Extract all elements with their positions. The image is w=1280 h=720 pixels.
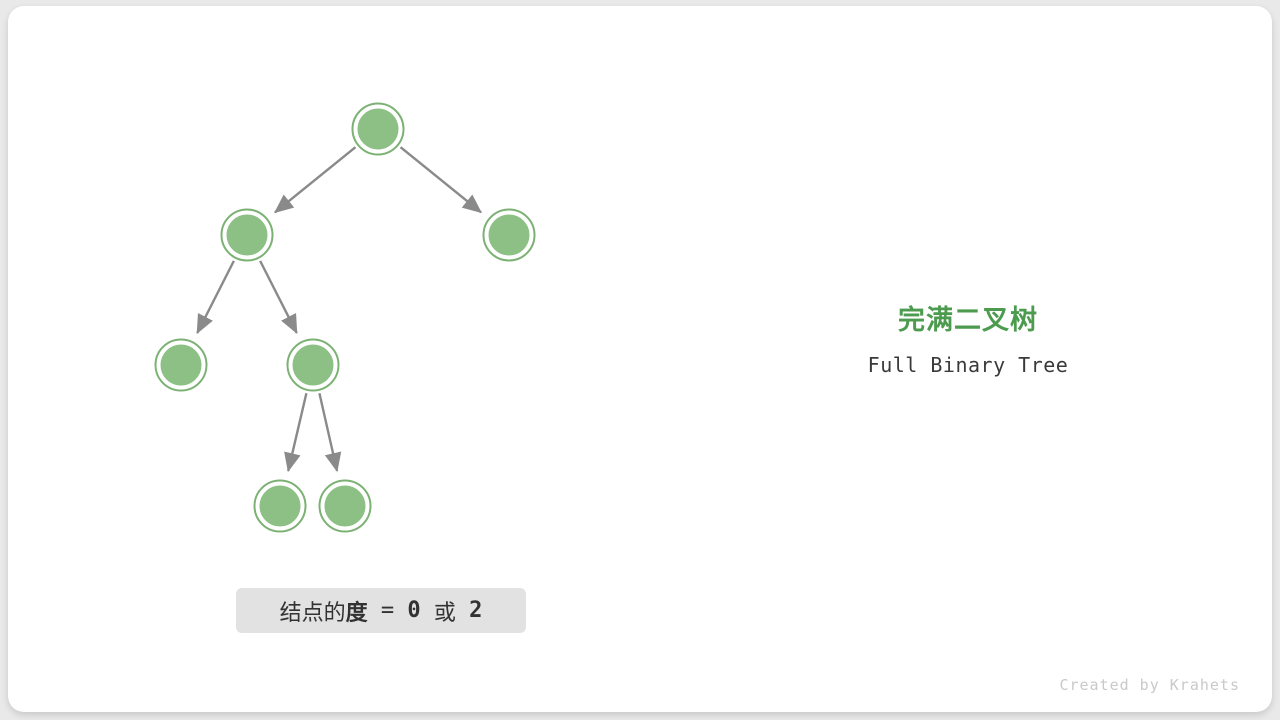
tree-edge [284,392,308,473]
tree-node [318,479,372,533]
caption-part: 结点的 [279,600,346,626]
tree-node [286,338,340,392]
caption-part: = [367,598,408,623]
tree-edge [196,260,235,334]
figure-title-zh: 完满二叉树 [898,305,1038,335]
tree-node [253,479,307,533]
degree-caption: 结点的度 = 0 或 2 [236,588,526,633]
tree-edge [318,393,342,473]
figure-title-en: Full Binary Tree [867,353,1069,377]
tree-edge [399,146,482,214]
tree-edge [259,260,298,334]
watermark: Created by Krahets [1059,676,1240,694]
tree-node [220,208,274,262]
tree-node [154,338,208,392]
tree-node [351,102,405,156]
caption-part-bold: 2 [469,598,483,623]
tree-node [482,208,536,262]
title-block: 完满二叉树 Full Binary Tree [818,298,1118,377]
caption-part-bold: 度 [345,600,368,626]
caption-part: 或 [420,600,470,626]
tree-edge [274,146,357,214]
figure-card [8,6,1272,712]
caption-part-bold: 0 [407,598,421,623]
